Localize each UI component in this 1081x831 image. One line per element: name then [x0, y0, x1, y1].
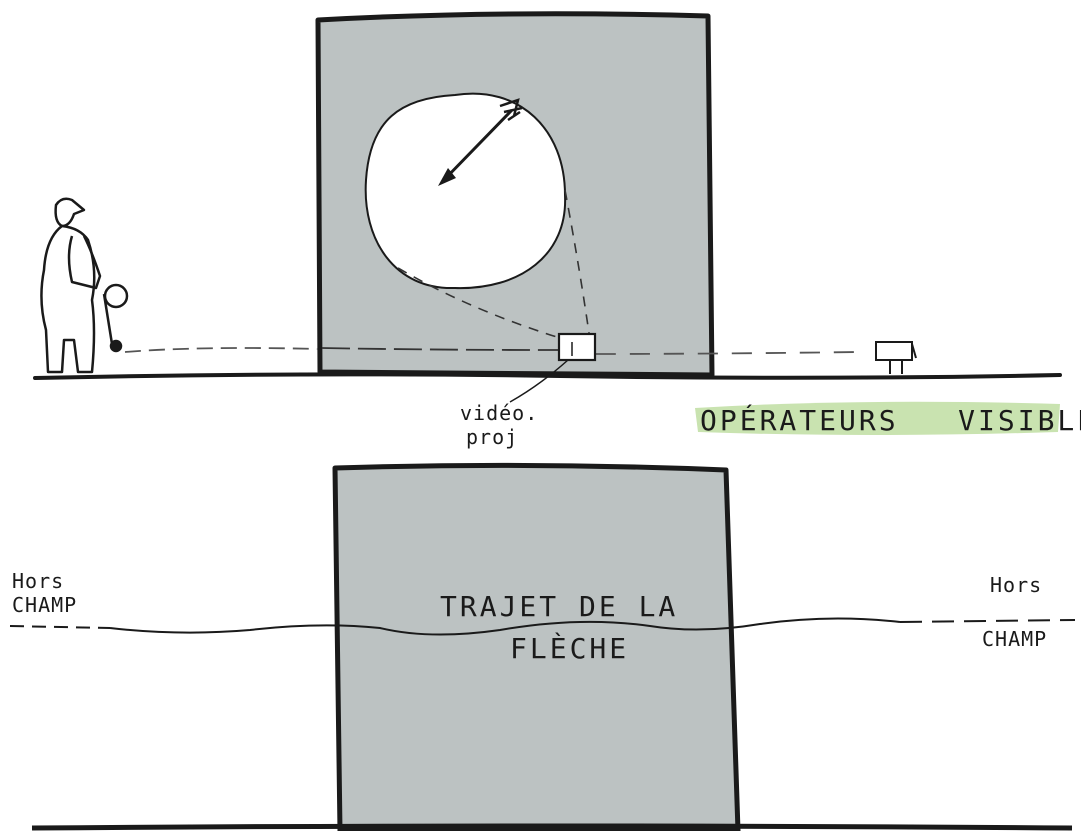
bottom-ground-line — [31, 823, 1073, 831]
bottom-screen-panel — [332, 462, 741, 831]
trajectory-dashed-left — [9, 625, 111, 629]
top-view: vidéo. proj OPÉRATEURS VISIBLES — [33, 11, 1081, 449]
trajectory-dashed-right — [899, 619, 1076, 623]
right-offscreen-line2: CHAMP — [982, 627, 1047, 651]
person-icon — [40, 197, 129, 374]
projection-cone-left — [397, 267, 561, 339]
projection-circle — [364, 92, 567, 290]
arrow-icon — [438, 98, 523, 186]
projector-icon — [557, 332, 597, 362]
sight-line-left — [124, 347, 319, 353]
sight-line-screen — [321, 347, 559, 351]
left-offscreen-line2: CHAMP — [12, 593, 77, 617]
trajectory-label-line2: FLÈCHE — [510, 631, 629, 665]
operators-label: OPÉRATEURS VISIBLES — [700, 403, 1081, 437]
projector-label-line2: proj — [466, 425, 518, 449]
trajectory-label-line1: TRAJET DE LA — [440, 590, 678, 623]
right-offscreen-line1: Hors — [990, 573, 1042, 597]
sight-line-right — [595, 351, 861, 355]
projector-label-line1: vidéo. — [460, 401, 538, 425]
trajectory-wavy — [109, 617, 901, 636]
operators-highlight — [695, 401, 1060, 435]
left-offscreen-line1: Hors — [12, 569, 64, 593]
projector-leader-line — [509, 359, 569, 403]
camera-icon — [875, 341, 917, 374]
bottom-view: Hors CHAMP Hors CHAMP TRAJET DE LA FLÈCH… — [9, 462, 1076, 831]
projection-cone-right — [564, 189, 591, 341]
